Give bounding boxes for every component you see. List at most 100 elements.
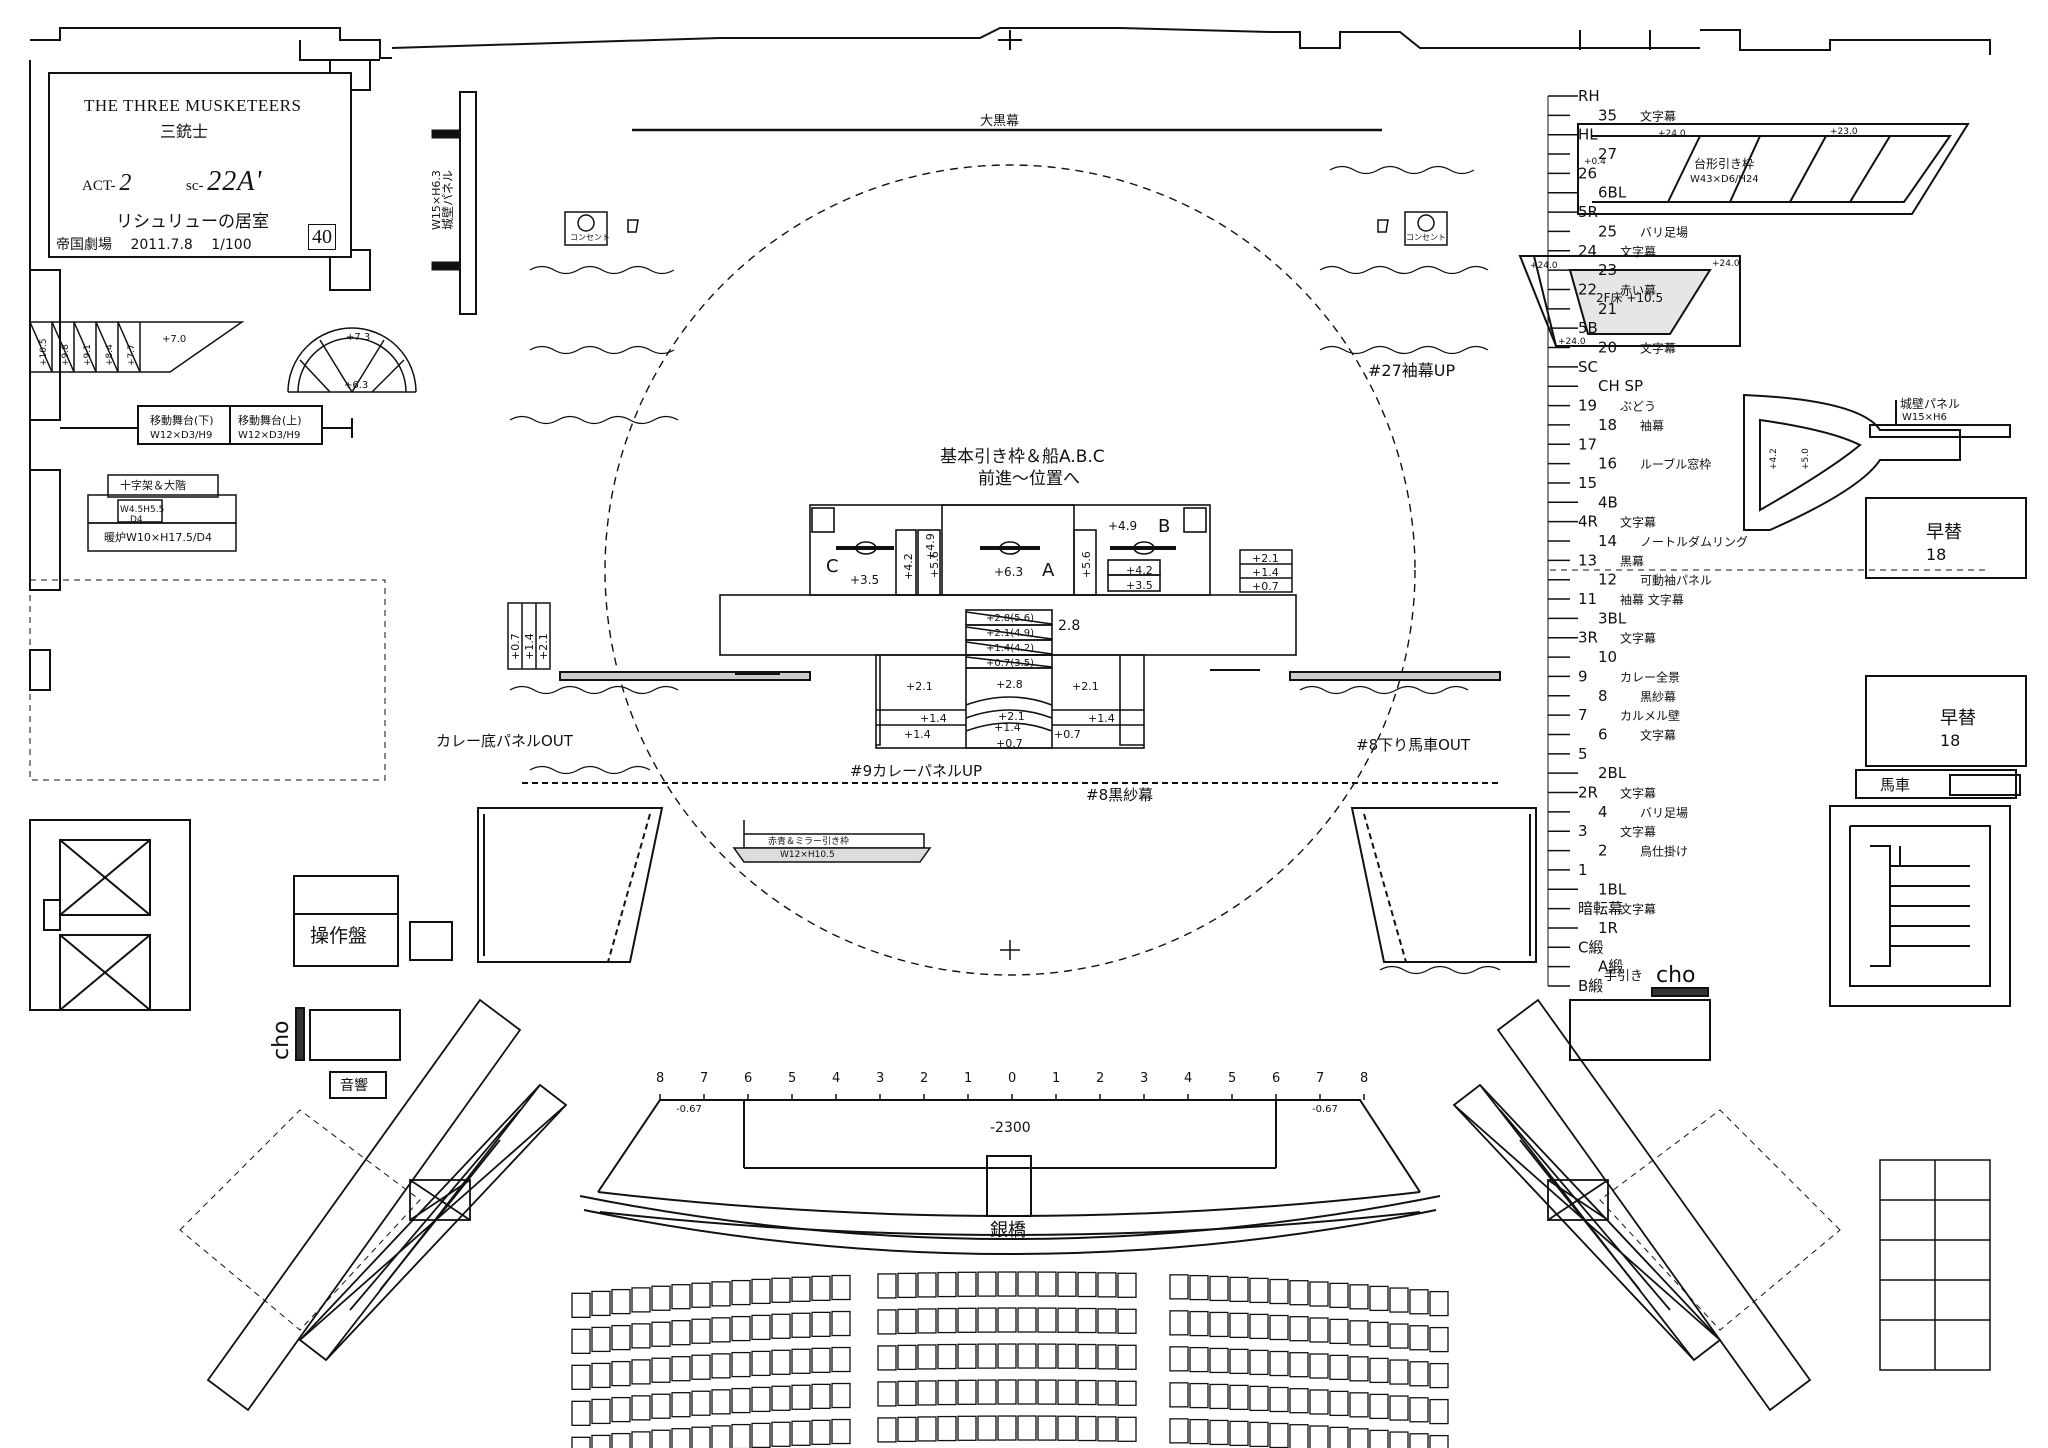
seat [671,1320,691,1346]
seat [1389,1359,1409,1385]
fly-line-name: 文字幕 [1620,786,1656,801]
h-49: +4.9 [1108,519,1137,533]
stair-unit-label: +10.5 [39,338,49,366]
bridge-number: 3 [1140,1071,1148,1086]
seat [1249,1385,1269,1412]
seat [631,1359,651,1385]
seat [1289,1424,1309,1448]
seat [771,1313,791,1339]
seat [1349,1284,1369,1310]
stair-right-label: +0.7 [1252,580,1279,593]
fly-line-id: A緞 [1598,958,1623,976]
seat [1289,1388,1309,1414]
seat [791,1420,811,1446]
seat [811,1383,831,1410]
seat [631,1431,651,1448]
center-step-label: +1.4(4.2) [986,643,1034,654]
fly-line-name: 袖幕 [1640,418,1664,433]
h-28: 2.8 [1058,618,1080,634]
seat [1389,1323,1409,1349]
seat [1189,1310,1209,1337]
fly-line-id: 27 [1598,145,1617,163]
ship-a: A [1042,560,1055,581]
scene-field: sc- 22A' [186,166,263,197]
bridge-number: 8 [1360,1071,1368,1086]
bridge-number: 2 [920,1071,928,1086]
fly-line-id: 23 [1598,261,1617,279]
stair-left-label: +2.1 [537,633,550,660]
bridge-number: 7 [700,1071,708,1086]
h-04: +0.4 [1584,157,1606,167]
room-name: リシュリューの居室 [116,212,269,232]
seat [1077,1415,1097,1442]
stairs-left [507,602,551,670]
seat [937,1379,957,1406]
seat [771,1385,791,1411]
seat [611,1360,631,1387]
fly-line-name: 文字幕 [1640,108,1676,123]
seat [691,1426,711,1448]
seat [1017,1415,1037,1441]
h-42c: +4.2 [1769,448,1779,470]
stair-unit-label: +9.1 [83,344,93,366]
elevator-left [29,819,191,1011]
ookuromaku-label: 大黒幕 [980,114,1019,129]
seat [1369,1321,1389,1348]
cho-box-right [1569,987,1711,1061]
seat [751,1350,771,1377]
control-label: 操作盤 [310,925,367,947]
fly-line-id: 25 [1598,222,1617,240]
h-49b: +4.9 [924,533,937,560]
ship-b: B [1158,516,1170,537]
seat [831,1346,851,1373]
seat [1017,1307,1037,1333]
fly-line-name: 文字幕 [1640,727,1676,742]
seat [571,1328,591,1354]
fly-line-id: 3R [1578,629,1598,647]
mirror-frame [732,820,932,863]
seat [897,1416,917,1443]
fly-line-id: 26 [1578,164,1597,182]
fly-line-id: 7 [1578,706,1588,724]
fly-line-id: C緞 [1578,938,1603,956]
fly-line-id: 12 [1598,571,1617,589]
seat [651,1285,671,1311]
fly-line-id: 16 [1598,455,1617,473]
seat [1169,1274,1189,1300]
seat [1057,1271,1077,1297]
seat [1409,1361,1429,1387]
bridge-number: 6 [1272,1071,1280,1086]
seat [957,1415,977,1441]
seat [1269,1386,1289,1413]
galley-frame-left [477,807,664,963]
bridge-number: 4 [832,1071,840,1086]
seat [997,1379,1017,1405]
cho-left-label: cho [269,1021,294,1061]
seat [977,1415,997,1441]
seat [751,1422,771,1448]
seat [1249,1421,1269,1448]
seat [917,1416,937,1442]
fly-line-id: CH SP [1598,377,1643,395]
production-title: THE THREE MUSKETEERS [84,96,302,115]
seat [1189,1418,1209,1445]
title-block: THE THREE MUSKETEERS 三銃士 ACT- 2 sc- 22A'… [48,72,352,258]
seat [1037,1343,1057,1369]
lower-step-label: +1.4 [904,728,931,741]
lower-step-label: +1.4 [1088,712,1115,725]
ginkyo-label: 銀橋 [990,1220,1026,1241]
seat [1289,1352,1309,1378]
h-63b: +6.3 [344,380,368,391]
seat [791,1276,811,1302]
production-title-ja: 三銃士 [160,122,209,141]
seat [731,1279,751,1306]
seat [1389,1431,1409,1448]
orchestra-pit [579,1099,1441,1255]
fly-line-id: 5B [1578,319,1598,337]
fly-line-id: 35 [1598,106,1617,124]
fly-line-id: 3BL [1598,609,1627,627]
seat [791,1312,811,1338]
fly-line-name: 袖幕 文字幕 [1620,592,1684,607]
seat [831,1274,851,1301]
